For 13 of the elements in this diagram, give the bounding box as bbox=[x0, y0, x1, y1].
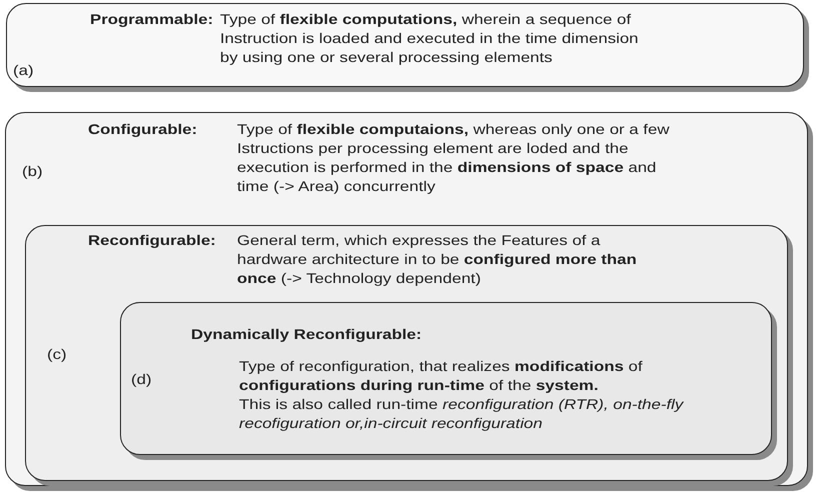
definition-text: This is also called run-time reconfiguration (RTR), on-the-fly recofiguration or,in-circuit reconfiguration bbox=[239, 395, 685, 433]
definition-text: General term, which expresses the Features of a hardware architecture in to be configured more than once (-> Technology dependent) bbox=[237, 231, 638, 288]
term-heading: Reconfigurable: bbox=[88, 231, 216, 250]
panel-letter: (b) bbox=[22, 162, 43, 181]
term-heading: Configurable: bbox=[88, 120, 198, 139]
definition-text: Type of flexible computaions, whereas only one or a few Istructions per processing element are loded and the execution is performed in the dimensions of space and time (-> Area) concurrently bbox=[237, 120, 670, 196]
panel-letter: (c) bbox=[47, 345, 67, 364]
panel-letter: (a) bbox=[13, 61, 34, 80]
term-heading: Dynamically Reconfigurable: bbox=[191, 325, 422, 344]
definition-text: Type of reconfiguration, that realizes modifications of configurations during run-time of the system. bbox=[239, 357, 644, 395]
panel-letter: (d) bbox=[131, 370, 152, 389]
term-heading: Programmable: bbox=[90, 10, 214, 29]
definition-text: Type of flexible computations, wherein a sequence of Instruction is loaded and executed in the time dimension by using one or several processing elements bbox=[220, 10, 640, 67]
